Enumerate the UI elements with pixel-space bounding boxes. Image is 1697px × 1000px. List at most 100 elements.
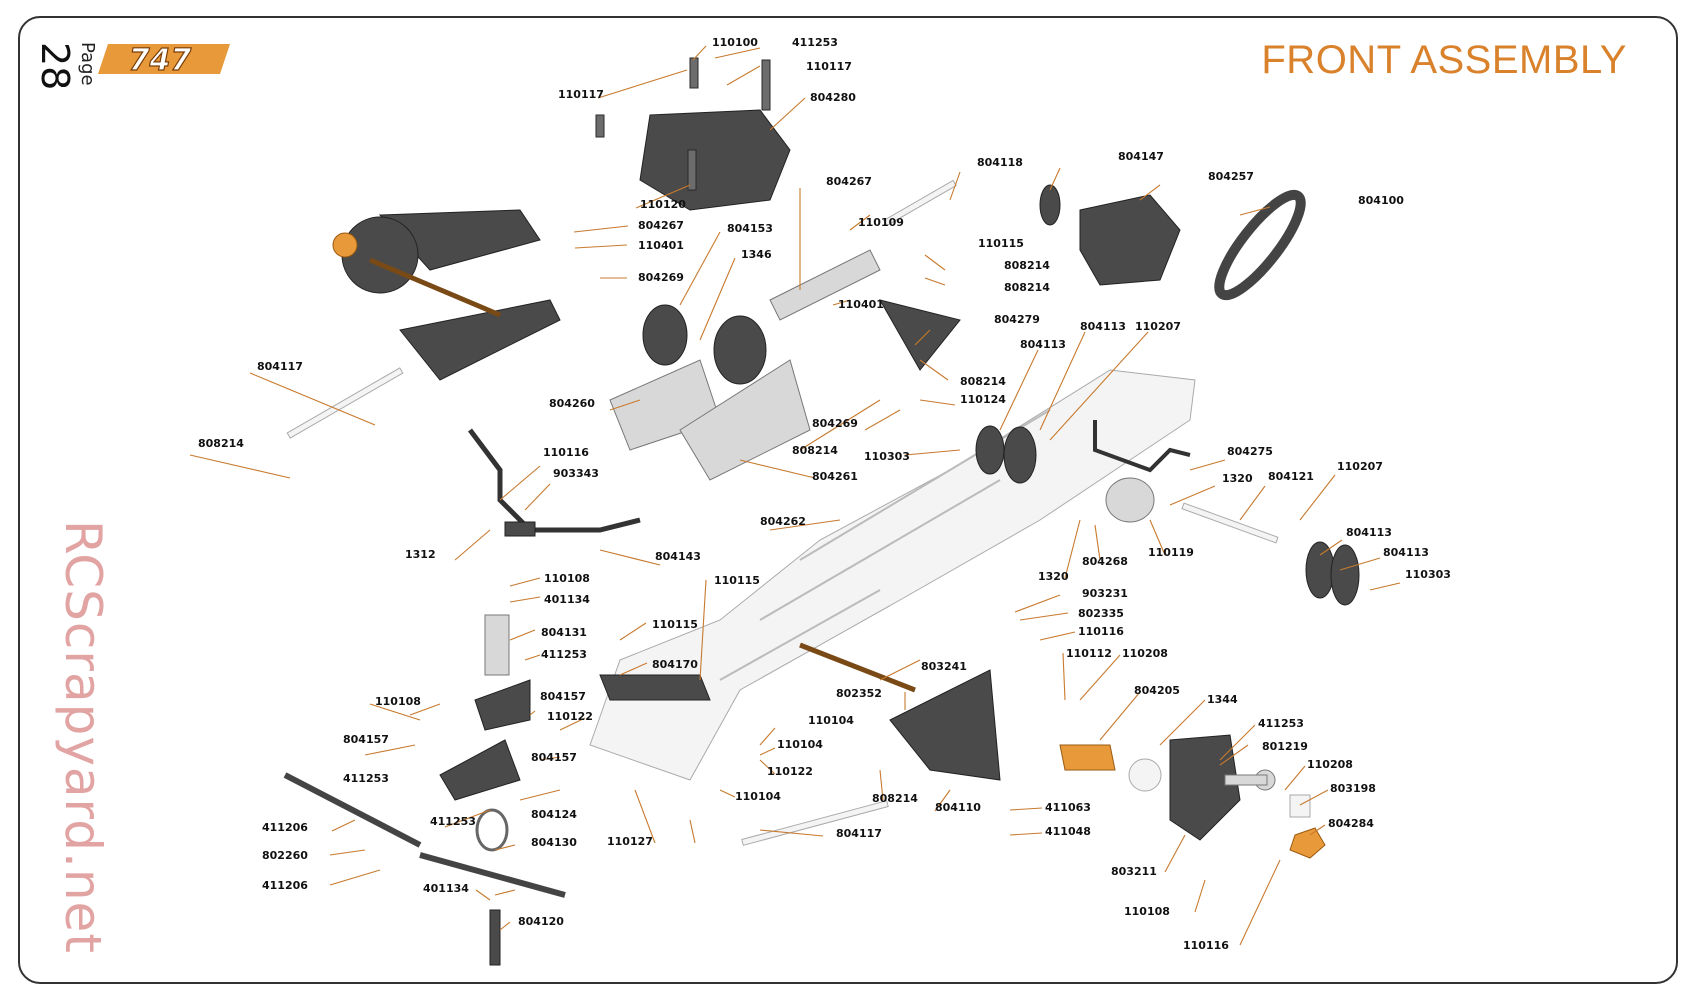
turnbuckle-803241 bbox=[799, 642, 916, 693]
part-label: 411206 bbox=[262, 879, 308, 892]
nut-804284 bbox=[1289, 827, 1326, 859]
part-label: 802260 bbox=[262, 849, 308, 862]
part-label: 804120 bbox=[518, 915, 564, 928]
part-label: 803241 bbox=[921, 660, 967, 673]
lower-arm bbox=[399, 299, 561, 381]
part-label: 804262 bbox=[760, 515, 806, 528]
part-label: 110116 bbox=[1183, 939, 1229, 952]
part-label: 110401 bbox=[638, 239, 684, 252]
bearing-carrier-804261 bbox=[679, 359, 811, 481]
crank-804157-top bbox=[474, 679, 531, 731]
rod-804117-upper bbox=[286, 367, 404, 439]
screw bbox=[761, 59, 771, 111]
part-label: 1312 bbox=[405, 548, 436, 561]
part-label: 804113 bbox=[1020, 338, 1066, 351]
differential-804257 bbox=[1079, 194, 1181, 286]
swaybar-804143 bbox=[468, 428, 641, 533]
part-label: 804267 bbox=[826, 175, 872, 188]
ballstud bbox=[1224, 774, 1268, 786]
bearing-804147 bbox=[1039, 184, 1061, 226]
part-label: 1344 bbox=[1207, 693, 1238, 706]
rod-804117-lower bbox=[741, 800, 889, 846]
part-label: 1320 bbox=[1038, 570, 1069, 583]
arm-804110 bbox=[889, 669, 1001, 781]
part-label: 804269 bbox=[638, 271, 684, 284]
part-label: 804117 bbox=[257, 360, 303, 373]
turnbuckle-upper bbox=[283, 772, 422, 848]
part-label: 804118 bbox=[977, 156, 1023, 169]
part-label: 804205 bbox=[1134, 684, 1180, 697]
part-label: 808214 bbox=[792, 444, 838, 457]
part-label: 110104 bbox=[808, 714, 854, 727]
part-label: 110401 bbox=[838, 298, 884, 311]
part-label: 411253 bbox=[1258, 717, 1304, 730]
spring-804124 bbox=[475, 808, 509, 852]
part-label: 804269 bbox=[812, 417, 858, 430]
part-label: 110116 bbox=[543, 446, 589, 459]
part-label: 804157 bbox=[540, 690, 586, 703]
part-label: 804268 bbox=[1082, 555, 1128, 568]
screw bbox=[689, 57, 699, 89]
part-label: 808214 bbox=[1004, 259, 1050, 272]
part-label: 1320 bbox=[1222, 472, 1253, 485]
part-label: 804130 bbox=[531, 836, 577, 849]
hub-carrier bbox=[341, 216, 419, 294]
pulley-right-b bbox=[1330, 544, 1360, 606]
part-label: 808214 bbox=[872, 792, 918, 805]
bearing-804153 bbox=[713, 315, 767, 385]
part-label: 804267 bbox=[638, 219, 684, 232]
part-label: 903231 bbox=[1082, 587, 1128, 600]
bearing-1346 bbox=[642, 304, 688, 366]
rod-804118 bbox=[883, 179, 957, 227]
part-label: 804110 bbox=[935, 801, 981, 814]
part-label: 1346 bbox=[741, 248, 772, 261]
part-label: 804284 bbox=[1328, 817, 1374, 830]
part-label: 110108 bbox=[1124, 905, 1170, 918]
hub bbox=[332, 232, 358, 258]
part-label: 804275 bbox=[1227, 445, 1273, 458]
part-label: 411048 bbox=[1045, 825, 1091, 838]
arm-804279 bbox=[878, 299, 961, 371]
chassis-plate bbox=[589, 369, 1196, 781]
belt-804100 bbox=[1214, 189, 1306, 301]
part-label: 411253 bbox=[541, 648, 587, 661]
bulkhead-804280 bbox=[639, 109, 791, 211]
crank-804157-bottom bbox=[439, 739, 521, 801]
pulley-right bbox=[1305, 541, 1335, 599]
part-label: 411063 bbox=[1045, 801, 1091, 814]
part-label: 110207 bbox=[1337, 460, 1383, 473]
part-label: 804257 bbox=[1208, 170, 1254, 183]
part-label: 110117 bbox=[806, 60, 852, 73]
part-label: 110127 bbox=[607, 835, 653, 848]
page-title: FRONT ASSEMBLY bbox=[1261, 38, 1627, 82]
turnbuckle-lower bbox=[419, 852, 566, 898]
part-label: 903343 bbox=[553, 467, 599, 480]
747-logo: 747 bbox=[98, 42, 230, 79]
part-label: 110116 bbox=[1078, 625, 1124, 638]
part-label: 110100 bbox=[712, 36, 758, 49]
part-label: 110115 bbox=[652, 618, 698, 631]
part-label: 804260 bbox=[549, 397, 595, 410]
part-label: 803211 bbox=[1111, 865, 1157, 878]
part-labels: 110100 411253 110117 110117 804280 11012… bbox=[198, 36, 1451, 952]
wire-804275 bbox=[1093, 420, 1191, 473]
bearing-holder bbox=[1105, 477, 1155, 523]
part-label: 804157 bbox=[343, 733, 389, 746]
part-label: 110122 bbox=[547, 710, 593, 723]
part-label: 110120 bbox=[640, 198, 686, 211]
part-label: 110108 bbox=[375, 695, 421, 708]
part-label: 110115 bbox=[978, 237, 1024, 250]
part-label: 808214 bbox=[1004, 281, 1050, 294]
part-label: 411253 bbox=[430, 815, 476, 828]
part-label: 411253 bbox=[343, 772, 389, 785]
part-label: 808214 bbox=[960, 375, 1006, 388]
axle-804205 bbox=[1059, 744, 1116, 771]
part-label: 110303 bbox=[1405, 568, 1451, 581]
part-label: 802335 bbox=[1078, 607, 1124, 620]
part-label: 110208 bbox=[1307, 758, 1353, 771]
part-label: 110104 bbox=[735, 790, 781, 803]
part-label: 804124 bbox=[531, 808, 577, 821]
post-804120 bbox=[489, 909, 501, 966]
part-label: 802352 bbox=[836, 687, 882, 700]
